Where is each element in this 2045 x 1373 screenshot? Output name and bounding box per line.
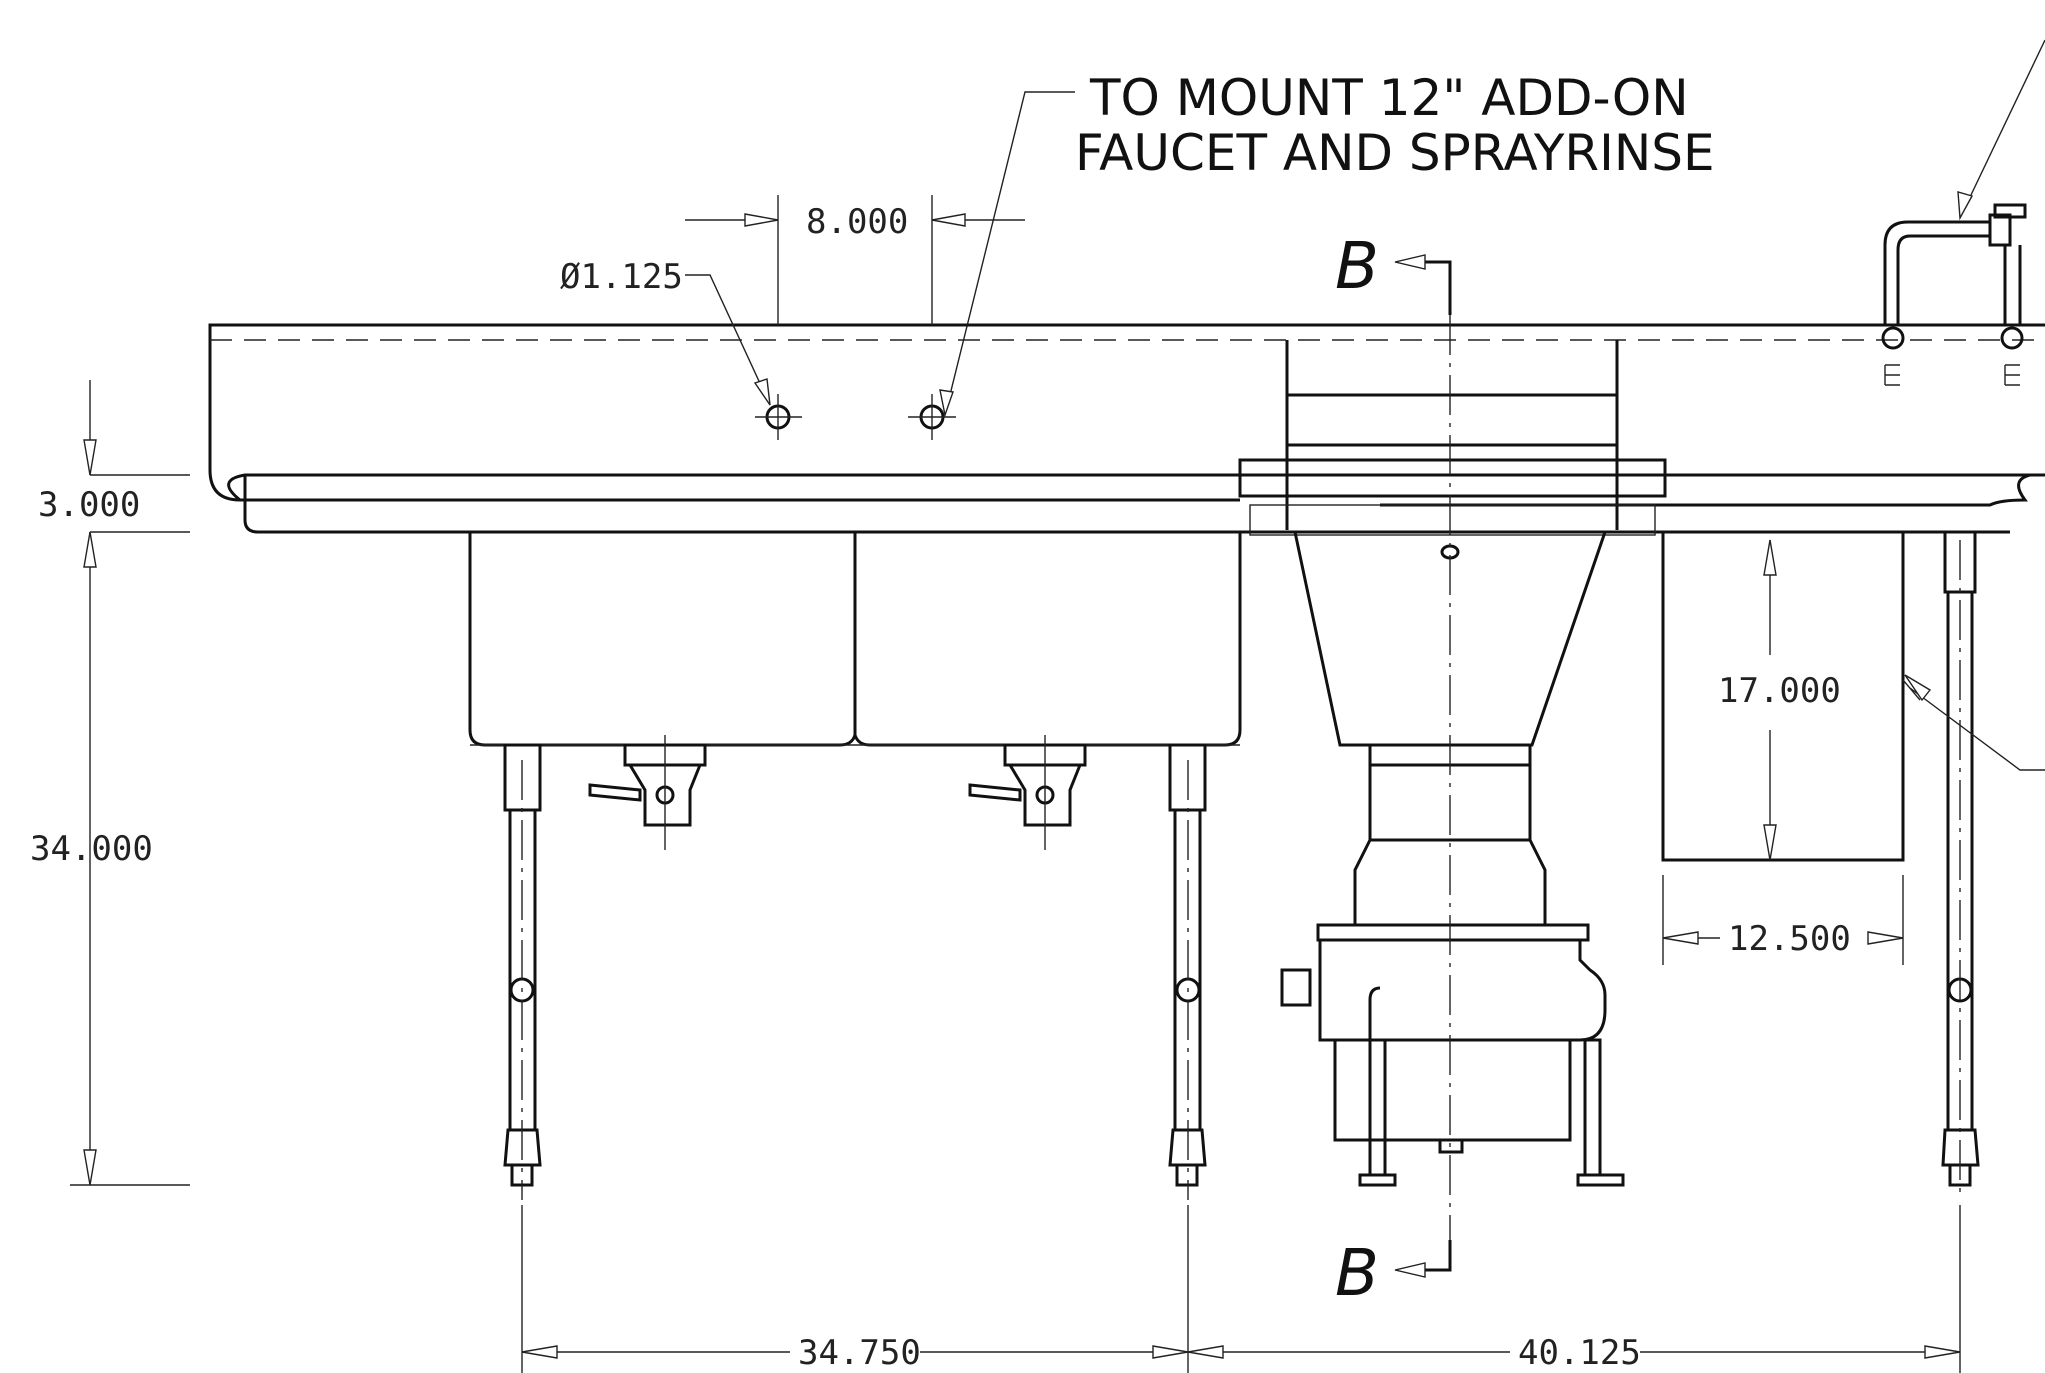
disposer-switch xyxy=(1280,968,1312,1007)
valve-body xyxy=(628,764,702,827)
section-marker-top: B xyxy=(1335,230,1452,315)
faucet-nut-right xyxy=(2000,326,2024,350)
leg-1 xyxy=(503,743,542,1200)
dim-leg-spacing-right-label: 40.125 xyxy=(1518,1333,1641,1373)
leg-foot xyxy=(1168,1128,1207,1187)
backsplash-outline xyxy=(208,323,2045,502)
disposer-foot-left xyxy=(1368,1038,1387,1177)
faucet-shank-right xyxy=(2004,364,2020,386)
dim-arrow xyxy=(1867,931,1904,945)
faucet-shank-left xyxy=(1884,364,1900,386)
mount-note-line-2: FAUCET AND SPRAYRINSE xyxy=(1075,124,1715,182)
leg-foot xyxy=(1941,1128,1980,1187)
disposer-inlet xyxy=(1368,986,1381,1040)
faucet-cap xyxy=(1993,203,2027,219)
valve-body xyxy=(1008,764,1082,827)
cabinet-leader xyxy=(1909,687,2045,771)
dim-disposer-width-label: 12.500 xyxy=(1728,919,1851,959)
upper-right-leader-arrow xyxy=(1957,191,1974,221)
faucet-holes xyxy=(755,394,956,440)
disposer-pad-right xyxy=(1576,1173,1625,1187)
dim-overall-height-label: 34.000 xyxy=(30,829,153,869)
dim-arrow xyxy=(1763,824,1777,861)
leader xyxy=(685,274,771,406)
section-label-top: B xyxy=(1335,230,1379,304)
dim-arrow xyxy=(931,213,966,227)
rim-front xyxy=(243,475,2010,534)
dim-arrow xyxy=(1924,1345,1961,1359)
faucet-spout xyxy=(1883,220,1992,325)
mount-note: TO MOUNT 12" ADD-ON FAUCET AND SPRAYRINS… xyxy=(939,69,1715,418)
disposer-ring xyxy=(1316,923,1590,942)
leg-3 xyxy=(1941,530,1980,1200)
dim-leg-spacing: 34.750 40.125 xyxy=(521,1205,1961,1373)
rack-rails xyxy=(1285,393,1619,447)
dim-arrow xyxy=(1662,931,1699,945)
drain-valve-left xyxy=(588,735,707,850)
backsplash xyxy=(208,323,2045,502)
disposer-pad-left xyxy=(1358,1173,1397,1187)
dim-hole-spacing-label: 8.000 xyxy=(806,202,908,242)
cabinet-leader-arrow xyxy=(1904,674,1932,702)
section-label-bottom: B xyxy=(1335,1237,1379,1311)
valve-handle xyxy=(588,783,642,802)
mount-note-leader-arrow xyxy=(939,389,954,418)
sink-bowls xyxy=(468,532,1242,747)
mount-note-leader xyxy=(944,91,1075,416)
section-arrow-line xyxy=(1400,260,1452,315)
dim-arrow xyxy=(1187,1345,1224,1359)
rack-lip xyxy=(1249,504,1656,536)
disposer-body xyxy=(1318,940,1607,1042)
disposer-unit xyxy=(1280,743,1625,1187)
dim-arrow xyxy=(1763,539,1777,576)
dim-hole-spacing: 8.000 xyxy=(685,195,1025,325)
leader-arrow xyxy=(753,378,771,406)
cabinet-leader-start xyxy=(1902,679,1921,701)
side-cabinet xyxy=(1661,532,2045,862)
drain-valve-right xyxy=(968,735,1087,850)
disposer-outlet xyxy=(1438,1138,1464,1154)
add-on-faucet xyxy=(1881,203,2027,386)
section-arrow xyxy=(1394,254,1426,270)
dim-arrow xyxy=(83,439,97,476)
dim-backsplash-height: 3.000 xyxy=(38,380,190,1185)
dim-disposer-width: 12.500 xyxy=(1662,875,1904,965)
basket-rack xyxy=(1238,340,1667,536)
disposer-foot-right xyxy=(1583,1038,1602,1177)
valve-handle xyxy=(968,783,1022,802)
faucet-nut-left xyxy=(1881,326,1905,350)
dim-arrow xyxy=(1152,1345,1189,1359)
dim-arrow xyxy=(521,1345,558,1359)
faucet-body xyxy=(1988,213,2012,247)
upper-right-leader xyxy=(1959,39,2045,219)
leg-2 xyxy=(1168,743,1207,1200)
dim-arrow xyxy=(83,1149,97,1186)
dim-overall-height: 34.000 xyxy=(30,829,190,1186)
dim-backsplash-height-label: 3.000 xyxy=(38,485,140,525)
dim-leg-spacing-left-label: 34.750 xyxy=(798,1333,921,1373)
dim-hole-diameter: Ø1.125 xyxy=(560,257,771,406)
sink-rim xyxy=(240,473,2045,534)
section-marker-bottom: B xyxy=(1335,1237,1452,1311)
rim-right xyxy=(1380,473,2045,507)
dim-disposer-height: 17.000 xyxy=(1718,539,1841,861)
dim-arrow xyxy=(83,531,97,568)
dim-arrow xyxy=(744,213,779,227)
dim-hole-diameter-label: Ø1.125 xyxy=(560,257,683,297)
cabinet-outline xyxy=(1661,532,1905,862)
mount-note-line-1: TO MOUNT 12" ADD-ON xyxy=(1089,69,1689,127)
rack-top xyxy=(1238,458,1667,498)
section-arrow xyxy=(1394,1262,1426,1278)
dim-disposer-height-label: 17.000 xyxy=(1718,671,1841,711)
